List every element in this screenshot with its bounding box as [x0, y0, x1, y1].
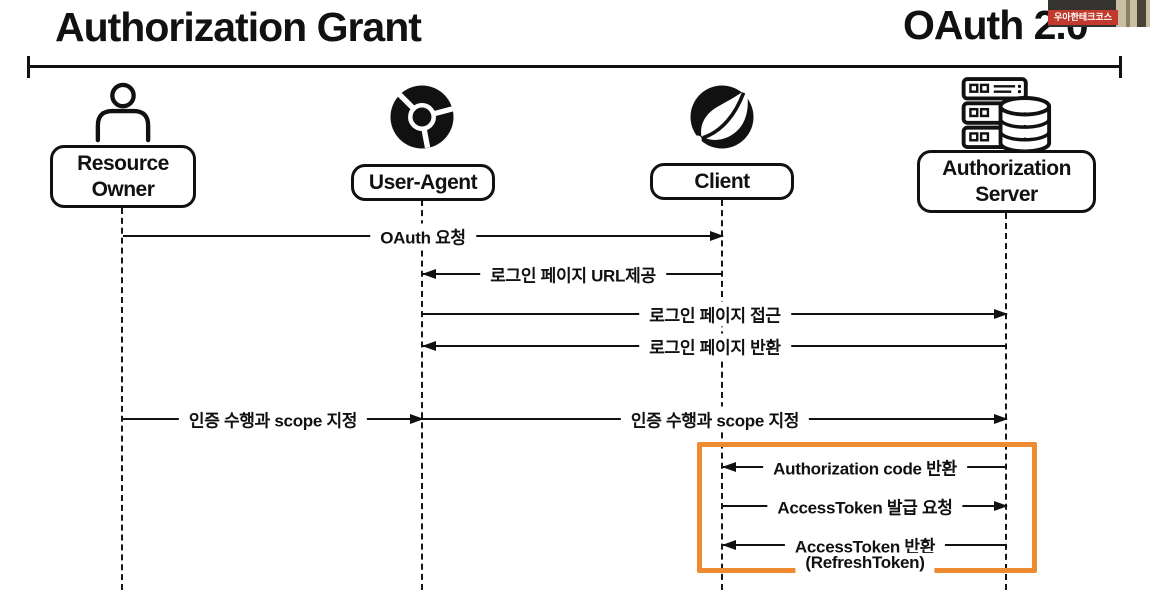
actor-client: Client: [650, 163, 794, 200]
message-login-page-access: 로그인 페이지 접근: [423, 301, 1008, 327]
lifeline-user-agent: [421, 200, 423, 590]
arrowhead-left-icon: [722, 462, 736, 472]
actor-label: User-Agent: [368, 170, 478, 194]
arrowhead-right-icon: [410, 414, 424, 424]
message-login-page-url: 로그인 페이지 URL제공: [422, 261, 723, 287]
message-access-token-return: AccessToken 반환 (RefreshToken): [722, 532, 1007, 573]
channel-badge: 우아한테크코스: [1048, 10, 1118, 25]
message-label: OAuth 요청: [370, 223, 476, 249]
server-database-icon: [961, 77, 1052, 154]
actor-label: Resource Owner: [77, 151, 169, 201]
message-auth-scope-left: 인증 수행과 scope 지정: [123, 406, 424, 432]
spring-leaf-icon: [690, 85, 754, 149]
message-label: 로그인 페이지 URL제공: [480, 261, 666, 287]
page-title: Authorization Grant: [55, 4, 422, 50]
message-label: 인증 수행과 scope 지정: [620, 406, 810, 432]
person-icon: [95, 82, 151, 143]
chrome-browser-icon: [390, 85, 454, 149]
actor-label: Client: [694, 169, 750, 193]
actor-resource-owner: Resource Owner: [50, 145, 196, 208]
actor-label: Authorization Server: [942, 156, 1071, 206]
arrowhead-left-icon: [422, 269, 436, 279]
message-label: 인증 수행과 scope 지정: [178, 406, 368, 432]
lifeline-resource-owner: [121, 208, 123, 590]
message-label: AccessToken 발급 요청: [767, 493, 963, 519]
message-authorization-code-return: Authorization code 반환: [722, 454, 1007, 480]
arrowhead-left-icon: [722, 540, 736, 550]
webcam-person-silhouette: [1137, 0, 1146, 27]
arrowhead-right-icon: [994, 414, 1008, 424]
webcam-overlay: 우아한테크코스: [1048, 0, 1150, 27]
webcam-furniture: [1126, 0, 1130, 27]
message-label: Authorization code 반환: [763, 454, 967, 480]
ruler-tick-left: [27, 56, 30, 78]
message-auth-scope-right: 인증 수행과 scope 지정: [423, 406, 1008, 432]
ruler-tick-right: [1119, 56, 1122, 78]
arrowhead-left-icon: [422, 341, 436, 351]
message-oauth-request: OAuth 요청: [123, 223, 724, 249]
actor-authorization-server: Authorization Server: [917, 150, 1096, 213]
lifeline-client: [721, 200, 723, 590]
message-label-refresh-token: (RefreshToken): [795, 553, 935, 573]
actor-user-agent: User-Agent: [351, 164, 495, 201]
message-label: 로그인 페이지 접근: [639, 301, 791, 327]
arrowhead-right-icon: [994, 309, 1008, 319]
message-access-token-request: AccessToken 발급 요청: [723, 493, 1008, 519]
arrowhead-right-icon: [710, 231, 724, 241]
timeline-ruler: [27, 65, 1122, 68]
lifeline-authorization-server: [1005, 213, 1007, 590]
message-login-page-return: 로그인 페이지 반환: [422, 333, 1007, 359]
arrowhead-right-icon: [994, 501, 1008, 511]
message-label: 로그인 페이지 반환: [639, 333, 791, 359]
